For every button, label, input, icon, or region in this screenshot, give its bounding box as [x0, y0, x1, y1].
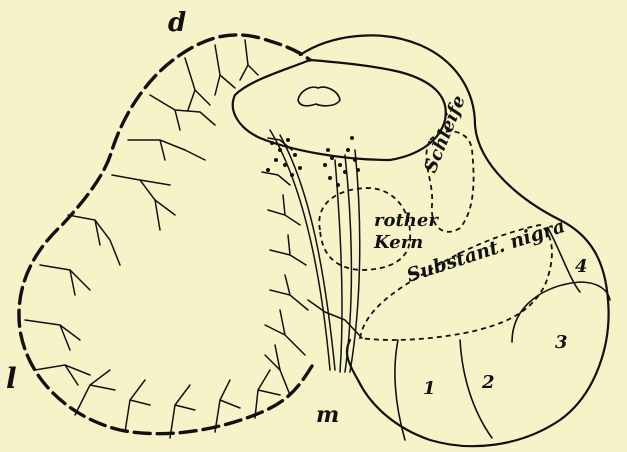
peduncle-number-2: 2	[482, 372, 495, 393]
peduncle-number-1: 1	[423, 378, 436, 399]
vessel-tree	[25, 40, 308, 438]
red-nucleus-label-line1: rother	[374, 210, 438, 231]
lateral-label: l	[6, 362, 17, 395]
aqueduct	[298, 87, 340, 106]
medial-label: m	[316, 402, 339, 428]
peduncle-number-3: 3	[555, 332, 568, 353]
fibre-bundles	[270, 130, 360, 372]
peduncle-number-4: 4	[575, 256, 588, 277]
red-nucleus-label-line2: Kern	[374, 232, 423, 253]
ventral-notch	[308, 300, 362, 338]
dorsal-label: d	[168, 8, 186, 38]
tegmentum-outline	[233, 60, 446, 160]
